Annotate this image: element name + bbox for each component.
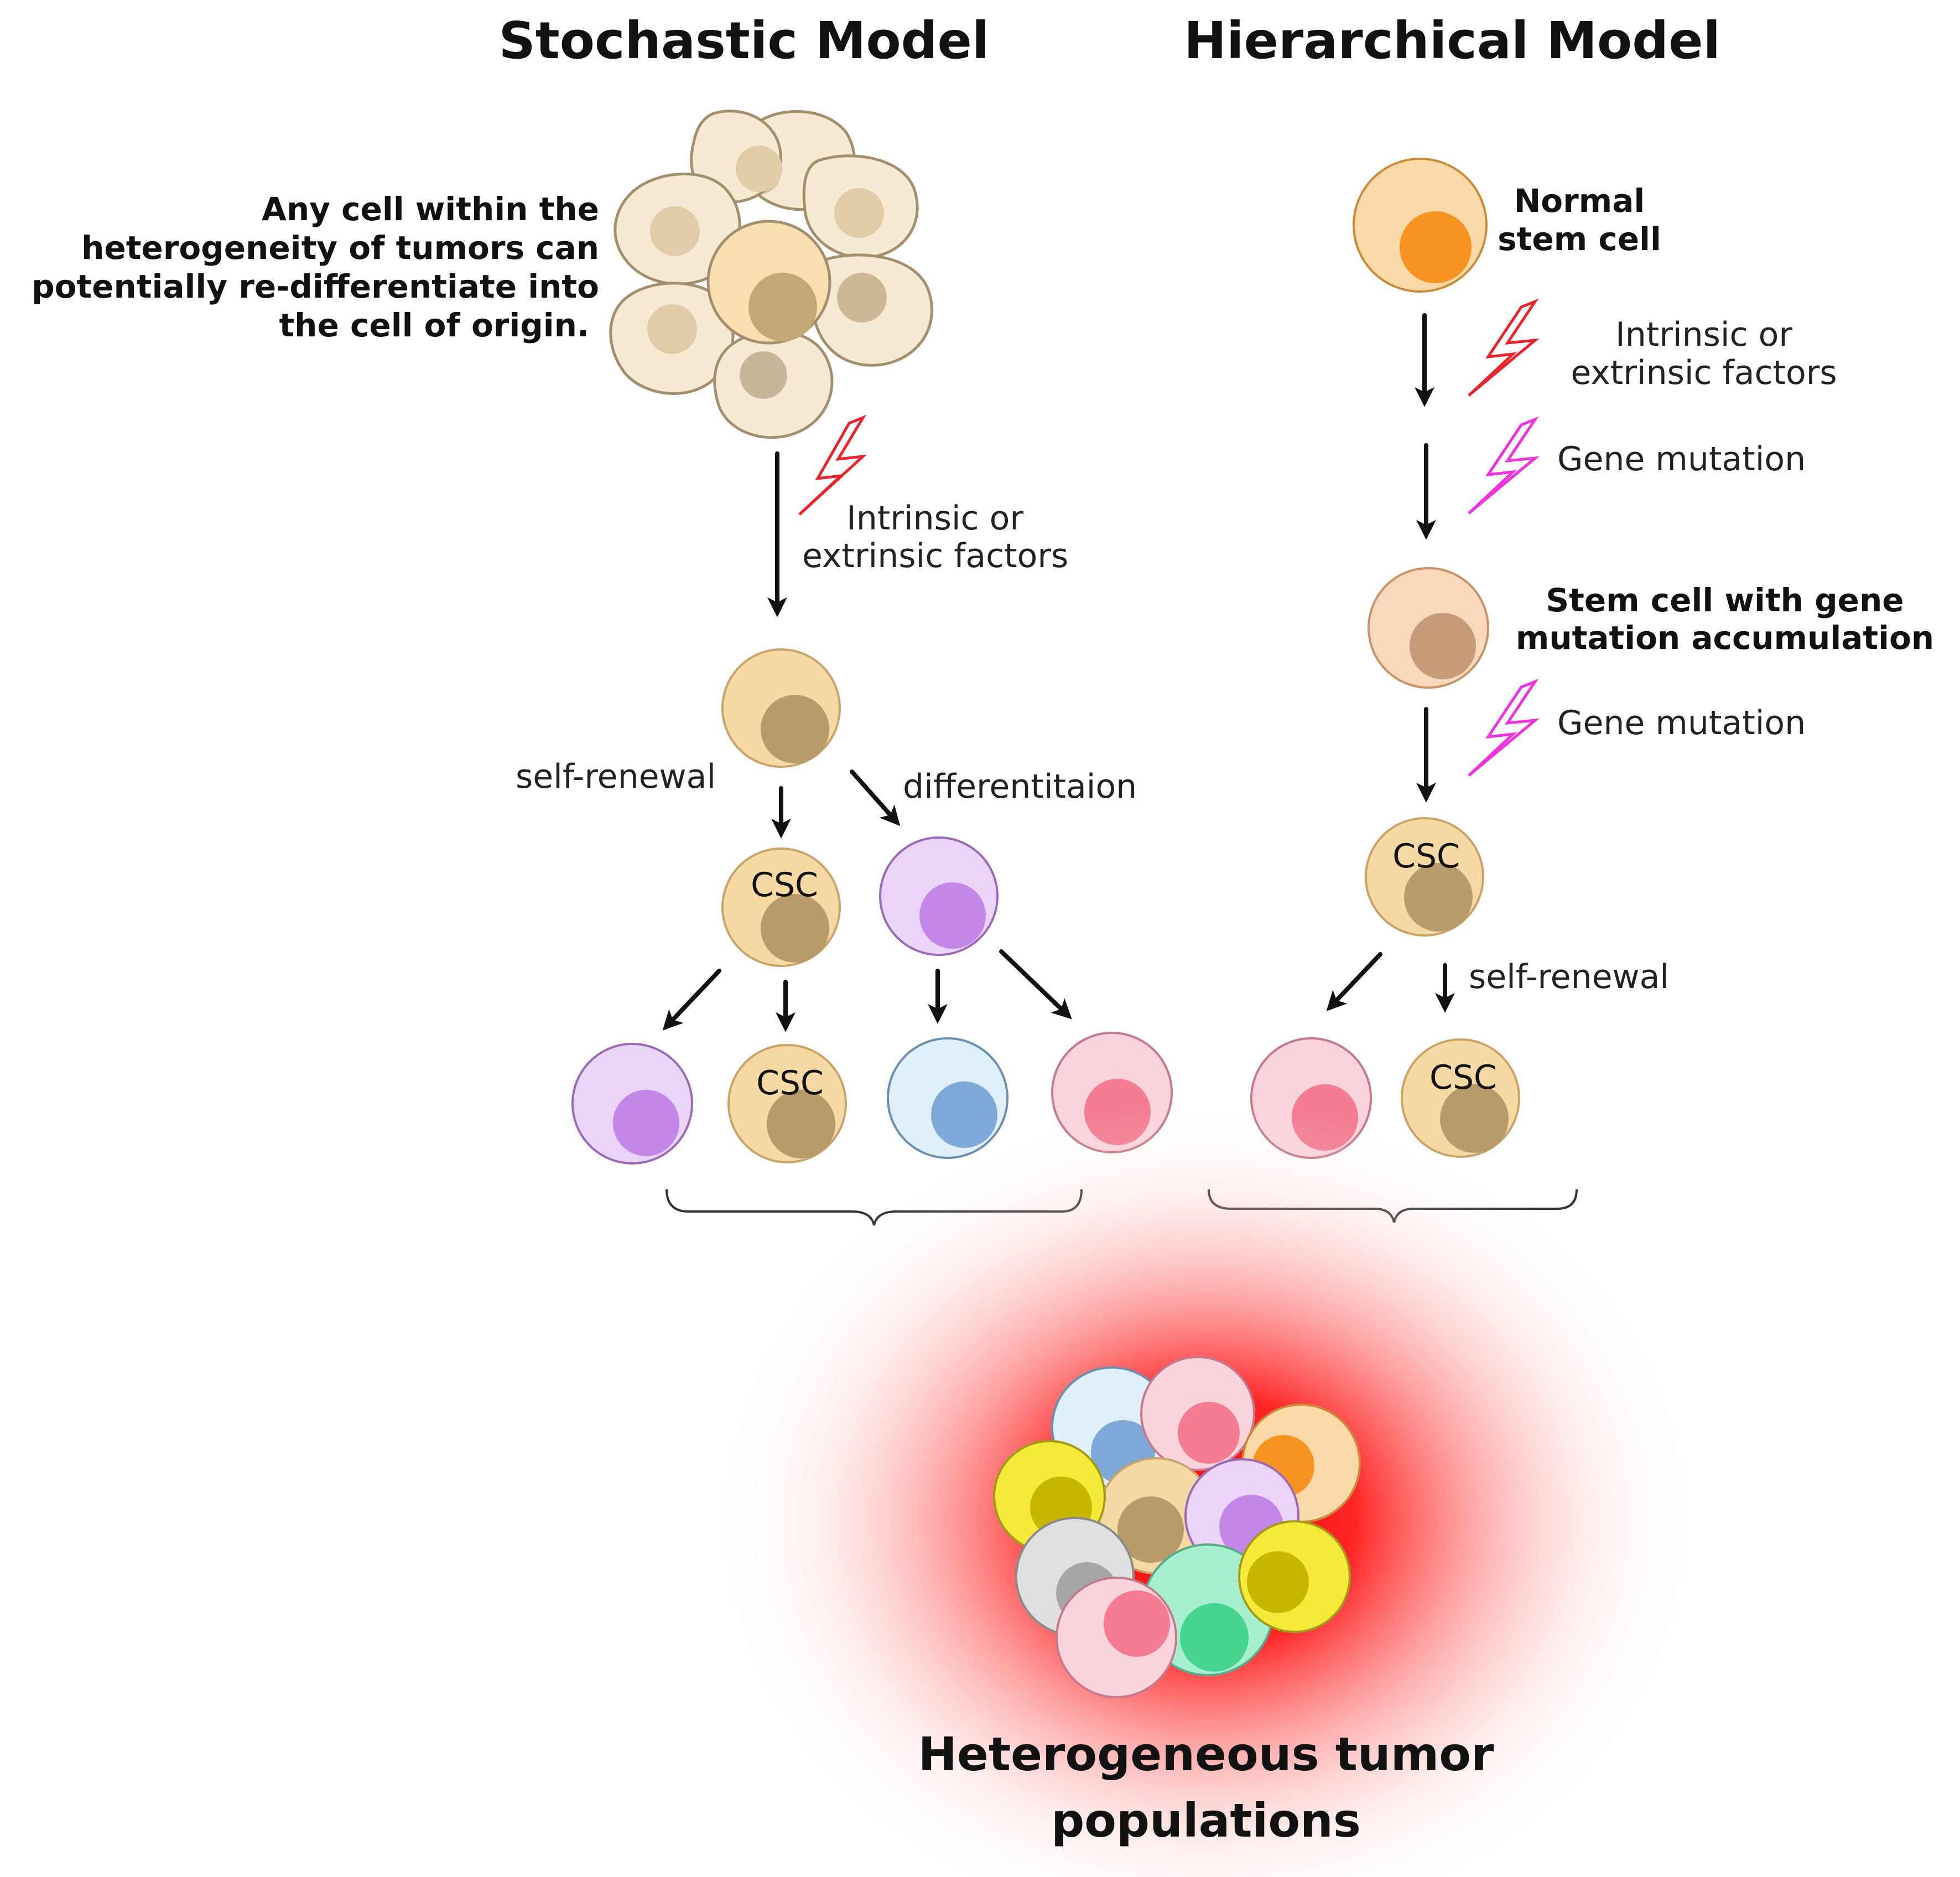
heterogeneous-tumor-cluster	[993, 1356, 1361, 1698]
csc-label: CSC	[756, 1064, 824, 1103]
tumor-cell-pink-nucleus	[1178, 1402, 1240, 1464]
csc-label: CSC	[1429, 1058, 1497, 1097]
lightning-bolt-icon	[1468, 298, 1540, 397]
csc-to-pink-arrow	[1326, 952, 1382, 1011]
purple-cell-nucleus	[613, 1090, 679, 1156]
cluster-central-nucleus	[748, 273, 817, 341]
accumulation-label-line-1: Stem cell with gene	[1546, 581, 1904, 619]
cluster-cell-nucleus	[650, 206, 700, 256]
stochastic-self-renewal-label: self-renewal	[516, 757, 716, 796]
hierarchical-factors-label-line-2: extrinsic factors	[1571, 353, 1837, 392]
hierarchical-csc-cell: CSC	[1365, 817, 1484, 937]
normal-stem-label-line-2: stem cell	[1498, 220, 1661, 258]
lightning-bolt-icon	[798, 414, 867, 516]
normal-stem-cell	[1353, 158, 1488, 293]
orange-cell-nucleus	[1400, 211, 1472, 283]
tumor-cell-cluster	[609, 110, 933, 439]
result-title-line-2: populations	[1051, 1793, 1361, 1848]
gene-mutation-label-2: Gene mutation	[1557, 704, 1806, 742]
stochastic-model-title: Stochastic Model	[499, 11, 990, 70]
csc-label: CSC	[1392, 837, 1460, 876]
progenitor-cell	[721, 648, 841, 768]
csc-cell-nucleus	[761, 894, 829, 963]
differentiation-arrow	[850, 769, 901, 826]
purple-to-pink-arrow	[999, 949, 1072, 1020]
tumor-cell-green-nucleus	[1180, 1603, 1249, 1672]
stochastic-blue-cell	[887, 1037, 1008, 1159]
stochastic-description-line-4: the cell of origin.	[279, 306, 589, 344]
stochastic-factors-label-line-2: extrinsic factors	[802, 537, 1068, 575]
csc-to-purple-arrow	[662, 969, 721, 1031]
csc-cell-nucleus	[1404, 863, 1473, 932]
result-title-line-1: Heterogeneous tumor	[918, 1727, 1494, 1781]
tumor-cell-yellow-nucleus	[1247, 1551, 1309, 1613]
blue-cell-nucleus	[931, 1082, 997, 1148]
lightning-bolt-icon	[1468, 678, 1540, 777]
hierarchical-self-renewal-label: self-renewal	[1469, 958, 1669, 996]
lightning-bolt-icon	[1468, 416, 1540, 514]
stochastic-description-line-1: Any cell within the	[262, 190, 599, 228]
stochastic-purple-cell	[571, 1043, 693, 1164]
cluster-cell-nucleus	[740, 351, 787, 399]
cluster-cell-nucleus	[736, 145, 782, 192]
tumor-cell-pink-nucleus	[1104, 1590, 1170, 1657]
stochastic-description-line-3: potentially re-differentiate into	[32, 268, 599, 305]
gene-mutation-label-1: Gene mutation	[1557, 440, 1806, 479]
accumulation-label-line-2: mutation accumulation	[1516, 619, 1934, 657]
stochastic-differentiation-label: differentitaion	[903, 767, 1137, 806]
stochastic-csc-daughter-cell: CSC	[727, 1044, 847, 1163]
tumor-cell-csc-nucleus	[1117, 1496, 1184, 1563]
hierarchical-model-title: Hierarchical Model	[1184, 11, 1720, 70]
stochastic-csc-cell: CSC	[721, 847, 841, 967]
stochastic-differentiated-cell	[879, 836, 999, 956]
cluster-cell-nucleus	[837, 273, 887, 323]
hierarchical-factors-label-line-1: Intrinsic or	[1615, 315, 1792, 354]
stochastic-description: Any cell within the heterogeneity of tum…	[32, 190, 599, 344]
purple-cell-nucleus	[919, 882, 986, 949]
normal-stem-label-line-1: Normal	[1514, 182, 1645, 220]
csc-label: CSC	[751, 866, 818, 904]
stochastic-factors-label-line-1: Intrinsic or	[846, 499, 1023, 538]
stochastic-description-line-2: heterogeneity of tumors can	[81, 229, 599, 267]
cluster-cell-nucleus	[834, 188, 884, 238]
csc-cell-nucleus	[1440, 1084, 1509, 1153]
progenitor-cell-nucleus	[761, 695, 829, 763]
csc-cell-nucleus	[767, 1090, 835, 1158]
hierarchical-csc-daughter-cell: CSC	[1401, 1038, 1520, 1158]
stem-cell-with-mutations	[1368, 567, 1489, 689]
peach-cell-nucleus	[1410, 613, 1476, 679]
cluster-cell-nucleus	[647, 304, 697, 354]
